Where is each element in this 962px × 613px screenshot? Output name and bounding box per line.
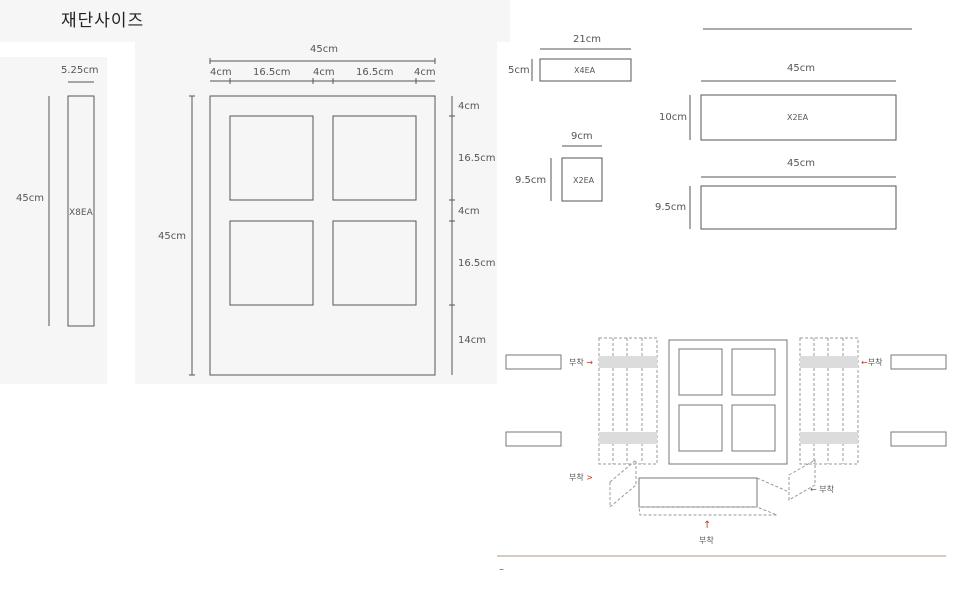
frame-outline xyxy=(209,95,436,376)
piece-3-height: 10cm xyxy=(659,112,687,123)
piece-2-qty: X2EA xyxy=(573,176,595,185)
frame-vseg-2: 16.5cm xyxy=(458,153,496,164)
frame-height-label: 45cm xyxy=(158,231,186,242)
piece-4-outline xyxy=(700,185,897,230)
title-panel xyxy=(0,0,510,42)
piece-3-qty: X2EA xyxy=(787,113,809,122)
piece-1-width: 21cm xyxy=(573,34,601,45)
page-title: 재단사이즈 xyxy=(61,11,145,31)
assembly-bottom xyxy=(638,477,758,508)
attach-label-left-top: 부착 → xyxy=(569,358,593,367)
piece-2-width: 9cm xyxy=(571,131,593,142)
strip-qty-label: X8EA xyxy=(69,208,93,218)
frame-vseg-3: 4cm xyxy=(458,206,480,217)
strip-panel xyxy=(0,57,107,384)
piece-1-qty: X4EA xyxy=(574,66,596,75)
piece-3-outline xyxy=(700,94,897,141)
attach-label-right-bottom: ← 부착 xyxy=(810,485,834,494)
frame-total-width-label: 45cm xyxy=(310,44,338,55)
frame-hseg-1: 4cm xyxy=(210,67,232,78)
piece-1-outline xyxy=(539,58,632,82)
frame-window-1 xyxy=(229,115,314,201)
piece-2-outline xyxy=(561,157,603,202)
frame-vseg-4: 16.5cm xyxy=(458,258,496,269)
frame-window-3 xyxy=(229,220,314,306)
footer-mark: – xyxy=(499,564,504,575)
piece-3-width: 45cm xyxy=(787,63,815,74)
frame-window-2 xyxy=(332,115,417,201)
frame-vseg-1: 4cm xyxy=(458,101,480,112)
assembly-right-strips xyxy=(799,337,859,465)
piece-4-height: 9.5cm xyxy=(655,202,687,213)
frame-hseg-3: 4cm xyxy=(313,67,335,78)
frame-panel xyxy=(135,42,497,384)
attach-label-bottom: 부착 xyxy=(699,536,714,545)
arrow-up-icon: ↑ xyxy=(703,520,712,531)
frame-hseg-5: 4cm xyxy=(414,67,436,78)
frame-hseg-4: 16.5cm xyxy=(356,67,394,78)
attach-label-right-top: ←부착 xyxy=(861,358,883,367)
piece-2-height: 9.5cm xyxy=(515,175,547,186)
frame-hseg-2: 16.5cm xyxy=(253,67,291,78)
strip-width-label: 5.25cm xyxy=(61,65,99,76)
assembly-left-strips xyxy=(598,337,658,465)
frame-vseg-5: 14cm xyxy=(458,335,486,346)
piece-1-height: 5cm xyxy=(508,65,530,76)
piece-4-width: 45cm xyxy=(787,158,815,169)
strip-outline xyxy=(67,95,95,327)
attach-label-left-bottom: 부착 > xyxy=(569,473,593,482)
frame-window-4 xyxy=(332,220,417,306)
strip-height-label: 45cm xyxy=(16,193,44,204)
assembly-frame xyxy=(668,339,788,465)
